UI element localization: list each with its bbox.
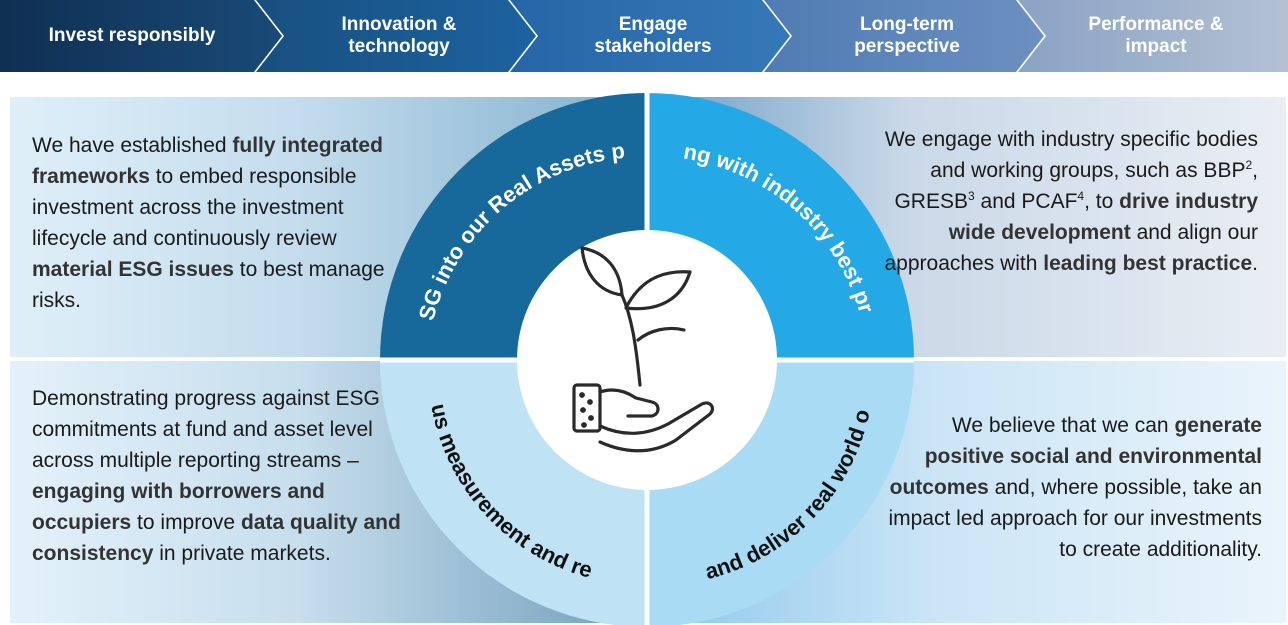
step-label: Innovation & technology: [341, 14, 457, 57]
step-label: Performance & impact: [1088, 14, 1224, 57]
panel-text-bottom-right: We believe that we can generate positive…: [888, 414, 1262, 561]
hand-holding-plant-icon: [572, 246, 715, 453]
process-chevron-bar: Invest responsibly Innovation & technolo…: [0, 0, 1288, 78]
step-label: Invest responsibly: [48, 25, 216, 46]
step-label: Engage stakeholders: [594, 14, 712, 57]
step-engage-stakeholders: Engage stakeholders: [510, 0, 790, 72]
step-invest-responsibly: Invest responsibly: [0, 0, 282, 72]
step-performance-impact: Performance & impact: [1018, 0, 1288, 72]
step-long-term-perspective: Long-term perspective: [764, 0, 1044, 72]
panel-text-top-right: We engage with industry specific bodies …: [884, 128, 1258, 275]
panel-text-bottom-left: Demonstrating progress against ESG commi…: [32, 387, 401, 565]
panel-text-top-left: We have established fully integrated fra…: [32, 134, 385, 312]
step-innovation-technology: Innovation & technology: [256, 0, 536, 72]
step-label: Long-term perspective: [854, 14, 960, 57]
